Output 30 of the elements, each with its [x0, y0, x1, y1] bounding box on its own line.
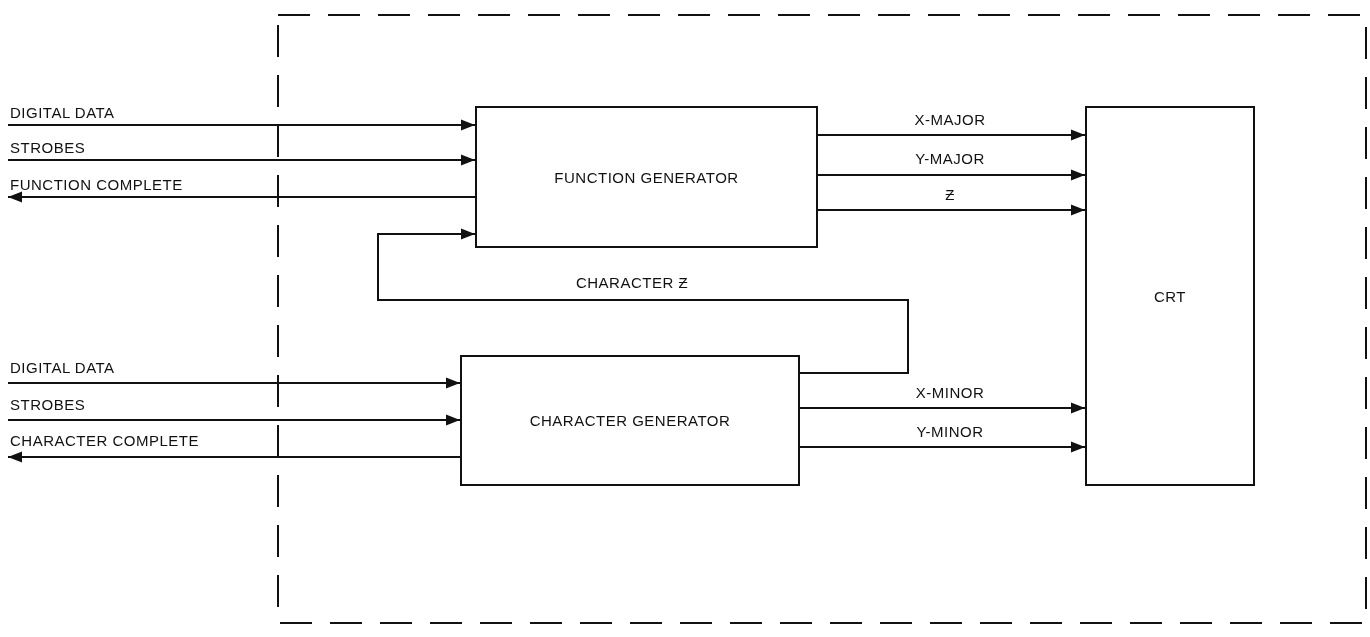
signal-arrow [817, 129, 1086, 141]
signal-arrow [7, 191, 476, 203]
signal-arrow [377, 228, 909, 374]
signal-label: FUNCTION COMPLETE [10, 176, 183, 193]
signal-arrow [7, 451, 461, 463]
signal-label: Y-MAJOR [915, 150, 985, 167]
signal-arrow [7, 119, 476, 131]
signal-label: Y-MINOR [916, 423, 984, 440]
signal-label: CHARACTER Ƶ [575, 274, 689, 291]
signal-arrow [817, 204, 1086, 216]
signal-arrow [799, 402, 1086, 414]
character-generator-block [460, 355, 800, 486]
signal-label: DIGITAL DATA [10, 104, 115, 121]
signal-label: STROBES [10, 396, 86, 413]
signal-arrow [7, 377, 461, 389]
block-label: FUNCTION GENERATOR [554, 168, 739, 186]
signal-label: STROBES [10, 139, 86, 156]
signal-label: X-MINOR [915, 384, 985, 401]
signal-arrow [7, 154, 476, 166]
signal-arrow [7, 414, 461, 426]
signal-label: X-MAJOR [914, 111, 986, 128]
block-label: CHARACTER GENERATOR [529, 412, 731, 429]
signal-arrow [817, 169, 1086, 181]
function-generator-block [475, 106, 818, 248]
block-label: CRT [1153, 287, 1187, 305]
crt-block [1085, 106, 1255, 486]
signal-label: Ƶ [945, 186, 955, 203]
signal-arrow [799, 441, 1086, 453]
signal-label: DIGITAL DATA [10, 359, 115, 376]
signal-label: CHARACTER COMPLETE [10, 432, 200, 449]
